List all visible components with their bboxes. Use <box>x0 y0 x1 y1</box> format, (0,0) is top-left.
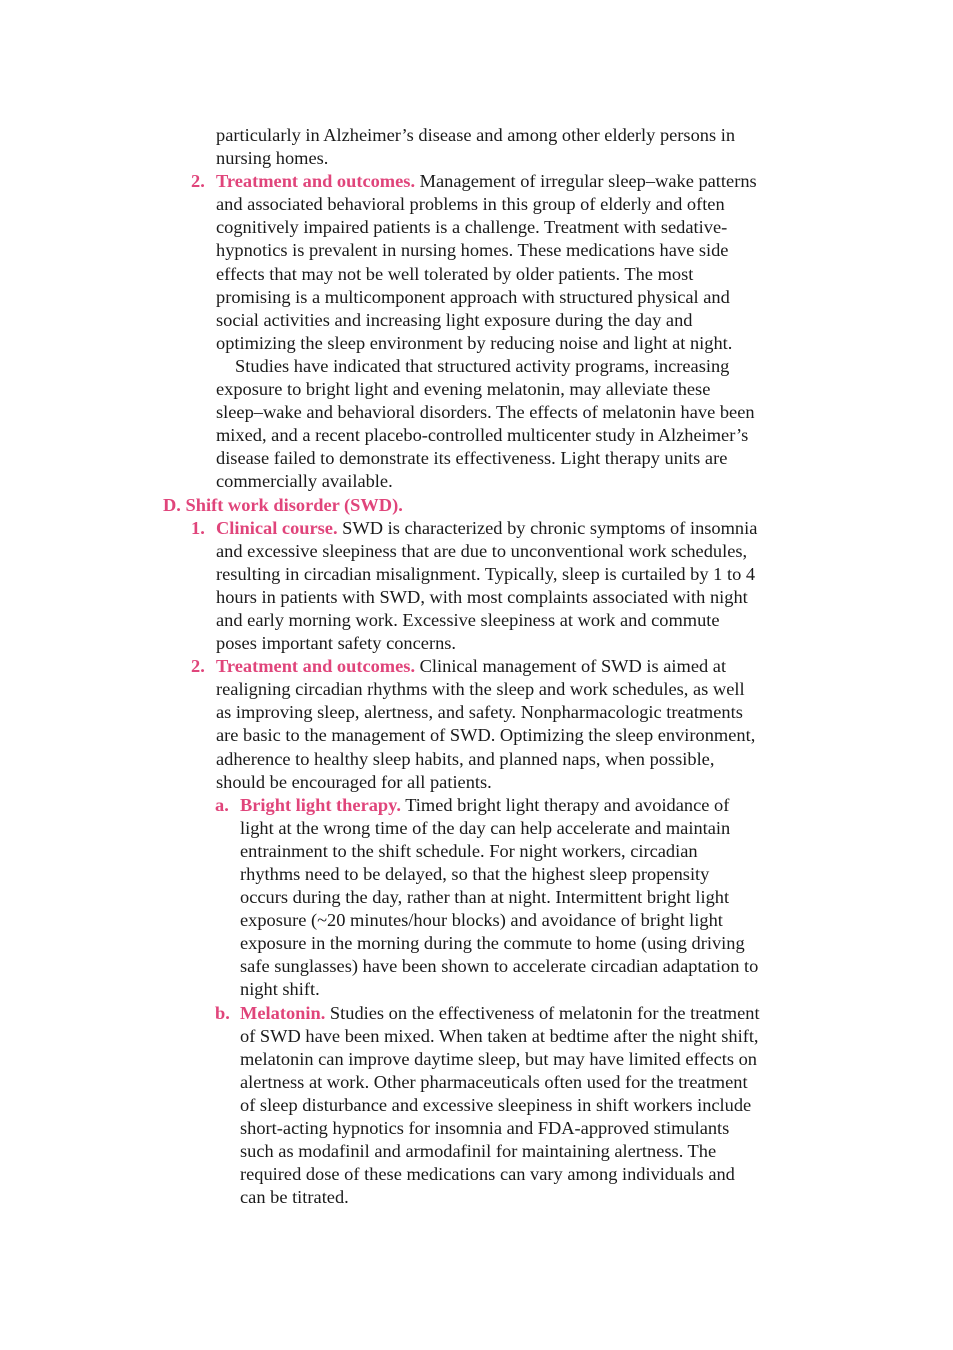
sub-item-bright-light-therapy: a. Bright light therapy. Timed bright li… <box>215 794 761 1002</box>
list-item-treatment-outcomes-swd: 2. Treatment and outcomes. Clinical mana… <box>191 655 761 794</box>
sub-item-text: Timed bright light therapy and avoidance… <box>240 794 759 1000</box>
item-text: SWD is characterized by chronic symptoms… <box>216 517 758 654</box>
sub-item-text: Studies on the effectiveness of melatoni… <box>240 1002 760 1208</box>
item-heading: Treatment and outcomes. <box>216 656 416 677</box>
section-letter: D. <box>163 494 181 515</box>
sub-item-melatonin: b. Melatonin. Studies on the effectivene… <box>215 1002 761 1210</box>
continuation-text: particularly in Alzheimer’s disease and … <box>216 125 736 169</box>
item-text: Clinical management of SWD is aimed at r… <box>216 656 756 792</box>
paragraph-text: Studies have indicated that structured a… <box>216 355 755 492</box>
sub-item-letter: b. <box>215 1002 230 1023</box>
studies-paragraph: Studies have indicated that structured a… <box>216 355 761 494</box>
list-item-clinical-course: 1. Clinical course. SWD is characterized… <box>191 517 761 656</box>
section-title: Shift work disorder (SWD). <box>185 494 403 515</box>
item-text: Management of irregular sleep–wake patte… <box>216 171 757 353</box>
item-number: 2. <box>191 656 205 677</box>
item-heading: Treatment and outcomes. <box>216 171 416 192</box>
item-heading: Clinical course. <box>216 517 338 538</box>
sub-item-heading: Bright light therapy. <box>240 794 401 815</box>
item-number: 2. <box>191 171 205 192</box>
document-page: particularly in Alzheimer’s disease and … <box>0 124 953 1209</box>
continuation-paragraph: particularly in Alzheimer’s disease and … <box>216 124 761 170</box>
item-number: 1. <box>191 517 205 538</box>
section-heading-swd: D. Shift work disorder (SWD). <box>163 494 763 517</box>
sub-item-heading: Melatonin. <box>240 1002 326 1023</box>
sub-item-letter: a. <box>215 794 229 815</box>
list-item-treatment-outcomes-irregular: 2. Treatment and outcomes. Management of… <box>191 170 761 355</box>
